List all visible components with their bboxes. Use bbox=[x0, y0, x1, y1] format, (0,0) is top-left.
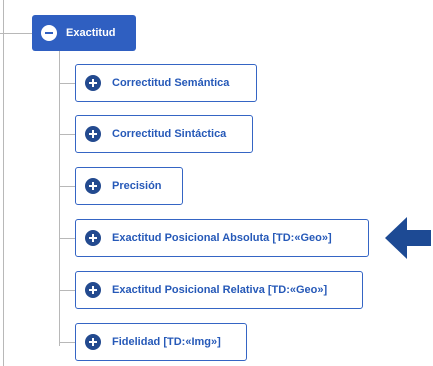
children-tree-line bbox=[59, 51, 60, 346]
branch-connector bbox=[59, 238, 75, 239]
tree-node-label: Precisión bbox=[112, 180, 162, 192]
tree-node-label: Exactitud Posicional Absoluta [TD:«Geo»] bbox=[112, 232, 332, 244]
tree-node-label: Exactitud Posicional Relativa [TD:«Geo»] bbox=[112, 284, 328, 296]
root-connector-left bbox=[0, 33, 32, 34]
tree-node-fidelidad[interactable]: Fidelidad [TD:«Img»] bbox=[75, 323, 247, 361]
expand-plus-icon[interactable] bbox=[85, 126, 101, 142]
tree-node-exactitud-posicional-relativa[interactable]: Exactitud Posicional Relativa [TD:«Geo»] bbox=[75, 271, 363, 309]
tree-node-label: Fidelidad [TD:«Img»] bbox=[112, 336, 221, 348]
branch-connector bbox=[59, 134, 75, 135]
left-arrow-icon bbox=[385, 217, 431, 259]
tree-node-precision[interactable]: Precisión bbox=[75, 167, 183, 205]
tree-node-correctitud-sintactica[interactable]: Correctitud Sintáctica bbox=[75, 115, 253, 153]
branch-connector bbox=[59, 83, 75, 84]
branch-connector bbox=[59, 290, 75, 291]
tree-root-node-exactitud[interactable]: Exactitud bbox=[32, 15, 136, 51]
branch-connector bbox=[59, 342, 75, 343]
left-tree-line bbox=[3, 0, 4, 366]
tree-node-label: Correctitud Sintáctica bbox=[112, 128, 227, 140]
expand-plus-icon[interactable] bbox=[85, 230, 101, 246]
expand-plus-icon[interactable] bbox=[85, 178, 101, 194]
tree-node-correctitud-semantica[interactable]: Correctitud Semántica bbox=[75, 64, 257, 102]
expand-plus-icon[interactable] bbox=[85, 75, 101, 91]
tree-node-exactitud-posicional-absoluta[interactable]: Exactitud Posicional Absoluta [TD:«Geo»] bbox=[75, 219, 369, 257]
expand-plus-icon[interactable] bbox=[85, 282, 101, 298]
expand-plus-icon[interactable] bbox=[85, 334, 101, 350]
branch-connector bbox=[59, 186, 75, 187]
root-node-label: Exactitud bbox=[66, 27, 116, 39]
collapse-minus-icon[interactable] bbox=[41, 25, 57, 41]
tree-node-label: Correctitud Semántica bbox=[112, 77, 230, 89]
